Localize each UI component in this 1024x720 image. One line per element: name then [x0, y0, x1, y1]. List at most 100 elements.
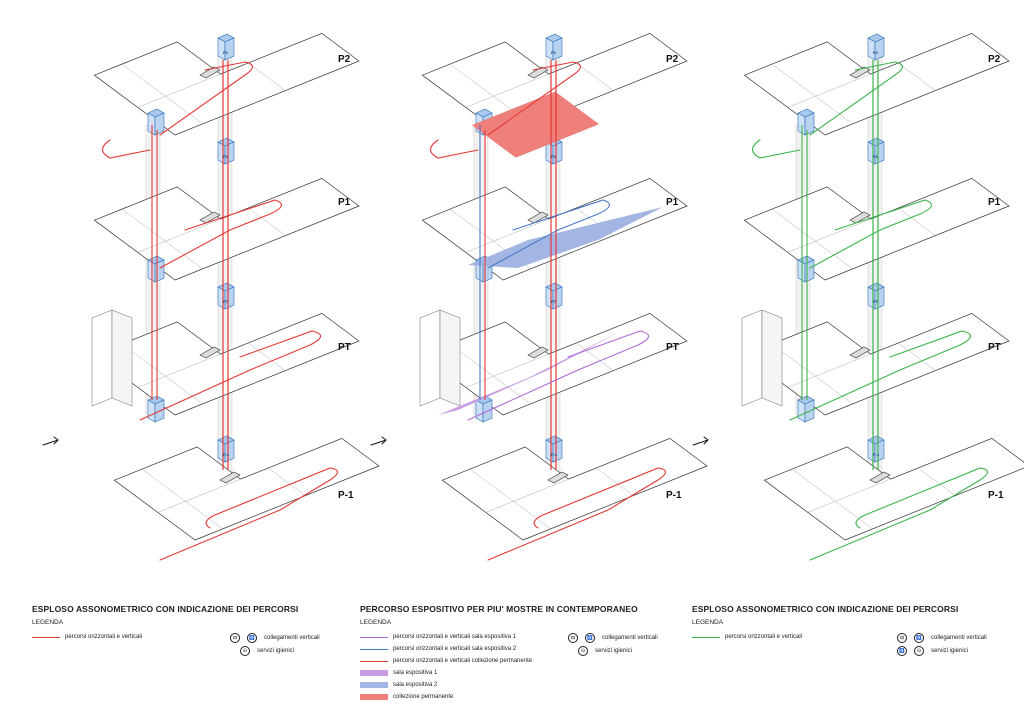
lift-right — [804, 112, 815, 136]
route-pt — [139, 330, 322, 421]
floor-pt: PT — [93, 313, 360, 416]
legend-item-label: percorsi orizzontali e verticali — [65, 634, 143, 640]
level-label-p1: P1 — [666, 197, 679, 208]
level-label-pm1: P-1 — [666, 490, 682, 501]
legend-item: percorsi orizzontali e verticali — [692, 634, 802, 640]
legend-panel-2: PERCORSO ESPOSITIVO PER PIU' MOSTRE IN C… — [360, 604, 680, 626]
lift-left — [147, 399, 156, 423]
level-label-pt: PT — [988, 342, 1001, 353]
restroom-icon: ⚇ — [578, 646, 588, 656]
route-loop-p2 — [101, 139, 151, 159]
green-line-swatch — [692, 636, 720, 638]
legend-title: PERCORSO ESPOSITIVO PER PIU' MOSTRE IN C… — [360, 604, 638, 614]
legend-fill: sala espositiva 2 — [360, 682, 437, 688]
route-p1 — [487, 199, 610, 269]
wheelchair-icon: ♿ — [247, 633, 257, 643]
entrance-tower — [439, 309, 461, 407]
lift-right — [874, 286, 885, 310]
lift-left — [545, 37, 554, 61]
staircase — [527, 211, 549, 224]
restroom-icon: ⚇ — [914, 646, 924, 656]
lift-level-tag: P2 — [223, 50, 229, 55]
legend-icon-row: ⊡♿ collegamenti verticali — [897, 633, 987, 643]
lift-shaft — [217, 54, 233, 481]
level-label-p2: P2 — [988, 54, 1001, 65]
room-line — [248, 342, 286, 371]
floor-pm1: P-1 — [113, 438, 380, 541]
lift-level-tag: PT — [223, 299, 229, 304]
lift-left — [867, 286, 876, 310]
red-line-swatch — [360, 660, 388, 662]
floor-pm1: P-1 — [763, 438, 1024, 541]
route-pt — [789, 330, 972, 421]
legend-panel-3: ESPLOSO ASSONOMETRICO CON INDICAZIONE DE… — [692, 604, 992, 626]
level-label-pt: PT — [338, 342, 351, 353]
legend-label: LEGENDA — [360, 619, 392, 626]
staircase — [199, 346, 221, 359]
room-line — [157, 478, 241, 513]
lift-left — [217, 286, 226, 310]
entrance-tower — [761, 309, 783, 407]
lift-level-tag: P2 — [551, 50, 557, 55]
lift-level-tag: PT — [873, 299, 879, 304]
lift-right — [552, 286, 563, 310]
lift-left — [545, 141, 554, 165]
lift-right — [552, 439, 563, 463]
lift-right — [224, 286, 235, 310]
room-line — [576, 342, 614, 371]
legend-label: LEGENDA — [692, 619, 724, 626]
room-line — [807, 478, 891, 513]
entrance-tower — [111, 309, 133, 407]
legend-icon-row: ⚇ servizi igienici — [240, 646, 294, 656]
staircase — [869, 471, 891, 484]
lift-shaft — [867, 54, 883, 481]
legend-fill: collezione permanente — [360, 694, 453, 700]
lift-left — [217, 37, 226, 61]
legend-icon-label: collegamenti verticali — [264, 635, 320, 641]
lift-right — [552, 37, 563, 61]
lift-level-tag: P1 — [873, 154, 879, 159]
route-pm1 — [487, 467, 667, 561]
legend-icon-label: servizi igienici — [595, 648, 633, 654]
staircase — [219, 471, 241, 484]
wheelchair-icon: ♿ — [585, 633, 595, 643]
lift-level-tag: P2 — [873, 50, 879, 55]
route-p2 — [809, 61, 904, 136]
level-label-p1: P1 — [338, 197, 351, 208]
entrance-arrow — [692, 439, 709, 446]
floor-p2: P2 — [93, 33, 360, 136]
legend-fill-label: sala espositiva 1 — [393, 670, 438, 676]
wheelchair-icon: ♿ — [914, 633, 924, 643]
lift-right — [874, 37, 885, 61]
legend-label: LEGENDA — [32, 619, 64, 626]
route-loop-p2 — [751, 139, 801, 159]
legend-icon-row: ⊡♿ collegamenti verticali — [568, 633, 658, 643]
floor-p2: P2 — [743, 33, 1010, 136]
lift-level-tag: P1 — [223, 154, 229, 159]
lift-right — [154, 259, 165, 283]
legend-fill: sala espositiva 1 — [360, 670, 437, 676]
legend-fill-label: sala espositiva 2 — [393, 682, 438, 688]
legend-item: percorsi orizzontali e verticali collezi… — [360, 658, 532, 664]
entrance-arrow — [370, 439, 387, 446]
legend-fill-label: collezione permanente — [393, 694, 454, 700]
room-line — [771, 343, 853, 405]
legend-icon-label: servizi igienici — [257, 648, 295, 654]
room-line — [449, 343, 531, 405]
lift-right — [804, 259, 815, 283]
entrance-arrow-head — [381, 436, 387, 445]
staircase — [547, 471, 569, 484]
entrance-arrow — [42, 439, 59, 446]
lift-right — [874, 439, 885, 463]
level-label-pm1: P-1 — [338, 490, 354, 501]
legend-item-label: percorsi orizzontali e verticali — [725, 634, 803, 640]
legend-icon-label: collegamenti verticali — [931, 635, 987, 641]
lift-left — [867, 439, 876, 463]
room-line — [771, 208, 853, 270]
route-p2 — [487, 61, 582, 136]
level-label-p1: P1 — [988, 197, 1001, 208]
sala-2-swatch — [360, 682, 388, 688]
